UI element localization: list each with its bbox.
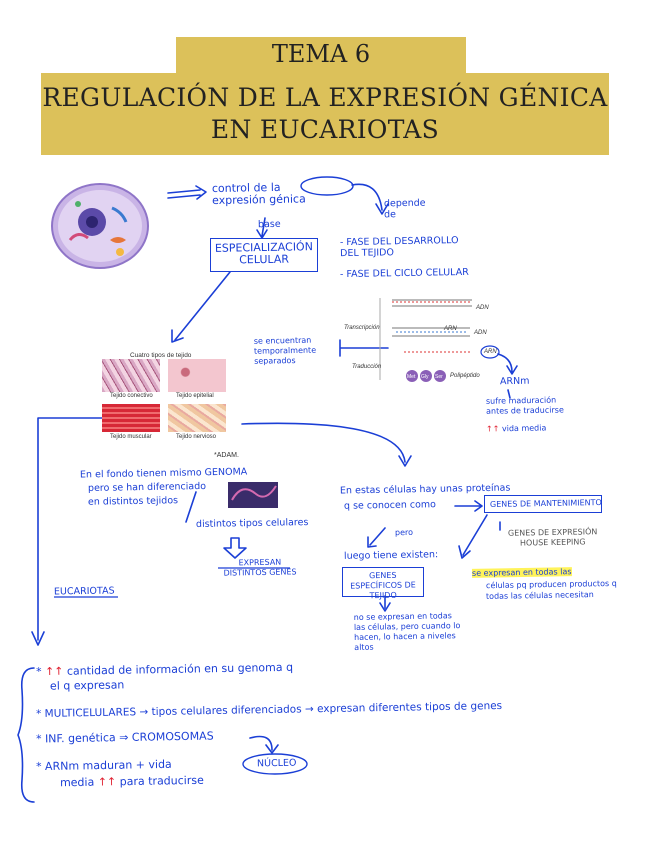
oval-nucleo bbox=[242, 753, 308, 775]
note-vida-media-text: vida media bbox=[501, 423, 547, 434]
line-left-down bbox=[31, 417, 103, 646]
tissue-nervioso-image bbox=[168, 404, 226, 432]
bullet-star: * bbox=[35, 760, 42, 774]
dna-transcription-figure bbox=[379, 298, 472, 382]
title-band-main bbox=[41, 73, 609, 155]
bullet-4-text: ARNm maduran + vida bbox=[44, 757, 172, 774]
arrow-hollow-down bbox=[223, 537, 247, 559]
note-base: base bbox=[257, 218, 281, 231]
label-tejido-muscular: Tejido muscular bbox=[110, 434, 152, 440]
tissue-conectivo-image bbox=[102, 359, 160, 392]
bullet-star: * bbox=[35, 665, 42, 679]
note-eucariotas: EUCARIOTAS bbox=[53, 585, 115, 598]
box-genes-mantenimiento bbox=[484, 495, 602, 513]
arrow-cell-to-control bbox=[167, 185, 207, 200]
eukaryotic-cell-illustration bbox=[51, 183, 149, 269]
arrow-mant-down bbox=[458, 514, 488, 559]
underlines bbox=[54, 567, 290, 598]
topic-number: TEMA 6 bbox=[271, 40, 371, 68]
arrow-pero bbox=[367, 527, 386, 548]
tissues-heading: Cuatro tipos de tejido bbox=[130, 352, 192, 359]
brace-bottom bbox=[17, 667, 35, 803]
arrow-arnm bbox=[497, 353, 518, 375]
arrow-esp-down bbox=[379, 595, 391, 612]
note-plusplus-2: ↑↑ bbox=[44, 664, 64, 679]
note-conocen-como: q se conocen como bbox=[343, 499, 437, 512]
highlight-se-expresan: se expresan en todas las bbox=[471, 567, 572, 578]
title-line-2: EN EUCARIOTAS bbox=[210, 115, 440, 144]
bullet-1-cont: el q expresan bbox=[49, 678, 125, 693]
note-separados: se encuentran temporalmente separados bbox=[253, 335, 317, 366]
arrow-nucleo bbox=[249, 735, 279, 754]
note-arnm: ARNm bbox=[499, 375, 530, 388]
label-aa-met: Met bbox=[407, 374, 416, 380]
adam-credit: *ADAM. bbox=[214, 452, 239, 459]
arrow-sufre bbox=[507, 389, 511, 399]
note-plusplus-1: ↑↑ bbox=[485, 424, 500, 434]
label-arn-circled: ARN bbox=[484, 349, 497, 355]
page-title: REGULACIÓN DE LA EXPRESIÓN GÉNICA EN EUC… bbox=[41, 82, 609, 146]
note-house-keeping: HOUSE KEEPING bbox=[519, 537, 586, 548]
bullet-4-media: media bbox=[59, 775, 95, 790]
label-polipeptido: Polipéptido bbox=[450, 373, 480, 379]
bullet-star: * bbox=[35, 707, 42, 721]
bar-separados bbox=[339, 339, 389, 357]
box-especializacion bbox=[210, 238, 318, 272]
note-fase-ciclo: - FASE DEL CICLO CELULAR bbox=[339, 266, 469, 281]
note-fase-desarrollo: - FASE DEL DESARROLLO DEL TEJIDO bbox=[339, 235, 459, 260]
arrow-to-celulas bbox=[241, 422, 412, 467]
tissue-muscular-image bbox=[102, 404, 160, 432]
title-band-top bbox=[176, 37, 466, 75]
label-aa-gly: Gly bbox=[421, 374, 429, 380]
title-line-1: REGULACIÓN DE LA EXPRESIÓN GÉNICA bbox=[42, 83, 608, 112]
arrow-to-tissues bbox=[171, 271, 231, 343]
label-tejido-conectivo: Tejido conectivo bbox=[110, 393, 153, 399]
note-vida-media: ↑↑ vida media bbox=[486, 423, 547, 434]
bullet-4-traducirse: para traducirse bbox=[119, 773, 204, 789]
circle-expresion bbox=[300, 176, 354, 196]
note-plusplus-3: ↑↑ bbox=[97, 775, 117, 789]
note-se-expresan-1: se expresan en todas las bbox=[471, 567, 572, 579]
box-genes-especificos bbox=[342, 567, 424, 597]
label-tejido-nervioso: Tejido nervioso bbox=[176, 434, 217, 440]
arrow-to-mantenimiento bbox=[454, 500, 483, 512]
arrow-depende bbox=[351, 183, 389, 215]
label-aa-ser: Ser bbox=[435, 374, 443, 380]
note-se-expresan-3: todas las células necesitan bbox=[485, 590, 594, 601]
note-diferenciado: pero se han diferenciado bbox=[87, 480, 207, 495]
label-tejido-epitelial: Tejido epitelial bbox=[176, 393, 214, 399]
note-nucleo: NÚCLEO bbox=[256, 757, 297, 770]
note-no-expresan: no se expresan en todas las células, per… bbox=[353, 611, 461, 652]
note-distintos-tejidos: en distintos tejidos bbox=[87, 495, 179, 508]
note-control-expresion: control de la expresión génica bbox=[211, 180, 306, 208]
label-arn-mid: ARN bbox=[444, 326, 457, 332]
note-expresan-genes: EXPRESAN DISTINTOS GENES bbox=[223, 557, 297, 578]
note-pero: pero bbox=[394, 527, 414, 538]
note-genes-mantenimiento: GENES DE MANTENIMIENTO bbox=[489, 498, 602, 509]
note-sufre-maduracion: sufre maduración antes de traducirse bbox=[485, 395, 564, 416]
label-adn-top: ADN bbox=[476, 305, 489, 311]
bullet-4: * ARNm maduran + vida bbox=[35, 757, 172, 774]
circle-arn bbox=[480, 345, 500, 359]
note-distintos-tipos: distintos tipos celulares bbox=[195, 517, 309, 530]
stroke-separator bbox=[185, 491, 197, 523]
bullet-star: * bbox=[35, 732, 42, 746]
note-luego-existen: luego tiene existen: bbox=[343, 549, 439, 562]
note-genes-especificos: GENES ESPECÍFICOS DE TEJIDO bbox=[350, 570, 416, 601]
label-adn-mid: ADN bbox=[474, 330, 487, 336]
tissue-epitelial-image bbox=[168, 359, 226, 392]
note-depende: depende de bbox=[383, 197, 426, 221]
label-traduccion: Traducción bbox=[352, 364, 382, 370]
bullet-4-cont: media ↑↑ para traducirse bbox=[59, 773, 204, 790]
label-transcripcion: Transcripción bbox=[344, 325, 380, 331]
note-especializacion: ESPECIALIZACIÓN CELULAR bbox=[214, 240, 314, 267]
